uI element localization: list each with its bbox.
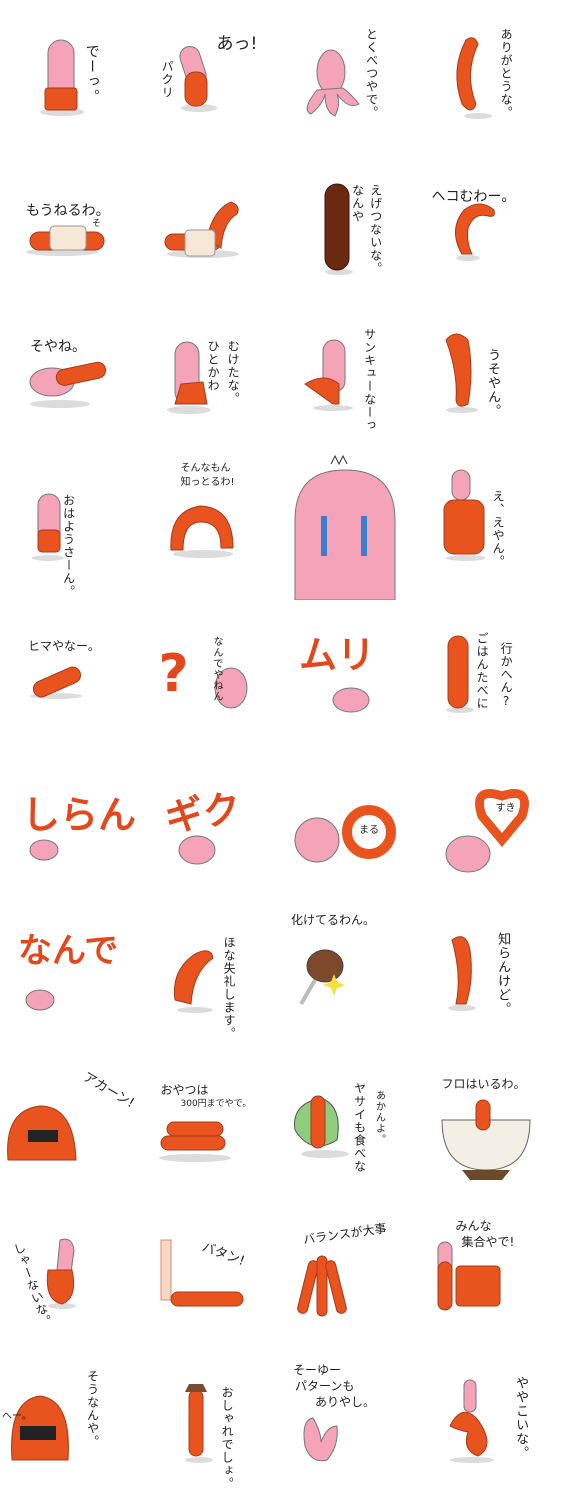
sticker-text: みんな: [455, 1219, 492, 1233]
sticker-33[interactable]: しゃーないな。: [0, 1200, 141, 1350]
sticker-text: なんでやねん: [211, 636, 222, 702]
sticker-19[interactable]: ムリ: [281, 600, 422, 750]
sticker-subtext: 知っとるわ!: [180, 477, 235, 488]
sticker-text: ひとかわ: [206, 340, 221, 392]
sticker-text: そうなんや。: [85, 1370, 100, 1448]
sticker-37[interactable]: そうなんや。 へー。: [0, 1350, 141, 1500]
sticker-26[interactable]: ほな失礼します。: [141, 900, 282, 1050]
sticker-36[interactable]: みんな 集合やで!: [422, 1200, 562, 1350]
sticker-40[interactable]: ややこいな。: [422, 1350, 562, 1500]
sticker-text: 知らんけど。: [495, 932, 511, 1016]
sticker-31[interactable]: ヤサイも食べな あかんよ。: [281, 1050, 422, 1200]
sticker-text: ヤサイも食べな: [352, 1082, 367, 1173]
sticker-text: なんや: [350, 184, 365, 223]
sticker-subtext-2: ありやし。: [315, 1395, 376, 1409]
sticker-35[interactable]: バランスが大事: [281, 1200, 422, 1350]
sticker-13[interactable]: おはようさーん。: [0, 450, 141, 600]
sticker-text: フロはいるわ。: [441, 1077, 526, 1091]
sticker-1[interactable]: でーっ。: [0, 0, 141, 150]
sticker-7[interactable]: なんや えげつないな。: [281, 150, 422, 300]
sticker-10[interactable]: ひとかわ むけたな。: [141, 300, 282, 450]
sticker-text: おしゃれでしょ。: [220, 1386, 235, 1490]
sticker-15[interactable]: [281, 450, 422, 600]
sticker-14[interactable]: そんなもん 知っとるわ!: [141, 450, 282, 600]
sticker-text: でーっ。: [83, 44, 100, 104]
sticker-subtext: パターンも: [295, 1379, 355, 1393]
sticker-9[interactable]: そやね。: [0, 300, 141, 450]
sticker-text: ヘコむわー。: [431, 189, 516, 205]
sticker-text: そやね。: [30, 339, 86, 355]
sticker-18[interactable]: ? なんでやねん: [141, 600, 282, 750]
sticker-38[interactable]: おしゃれでしょ。: [141, 1350, 282, 1500]
sticker-text: あっ!: [216, 34, 258, 54]
sticker-16[interactable]: え、えやん。: [422, 450, 562, 600]
sticker-subtext: あかんよ。: [373, 1090, 385, 1145]
sticker-30[interactable]: おやつは 300円までやで。: [141, 1050, 282, 1200]
sticker-big-text: ムリ: [299, 633, 376, 677]
sticker-big-text: ギク: [161, 785, 244, 841]
sticker-text: ありがとうな。: [499, 28, 514, 119]
sticker-28[interactable]: 知らんけど。: [422, 900, 562, 1050]
sticker-text: そんなもん: [180, 463, 231, 474]
sticker-text: サンキューなーっ: [362, 328, 377, 432]
sticker-20[interactable]: ごはんたべに 行かへん?: [422, 600, 562, 750]
sticker-subtext: へー。: [2, 1411, 32, 1422]
sticker-29[interactable]: アカーン!: [0, 1050, 141, 1200]
sticker-subtext: むけたな。: [226, 340, 241, 405]
sticker-big-text: しらん: [22, 793, 137, 837]
sticker-8[interactable]: ヘコむわー。: [422, 150, 562, 300]
sticker-6[interactable]: [141, 150, 282, 300]
sticker-5[interactable]: もうねるわ。 そ: [0, 150, 141, 300]
sticker-subtext: えげつないな。: [368, 184, 383, 275]
sticker-32[interactable]: フロはいるわ。: [422, 1050, 562, 1200]
sticker-text: 化けてるわん。: [291, 913, 376, 927]
sticker-22[interactable]: ギク: [141, 750, 282, 900]
sticker-subtext: 300円までやで。: [180, 1099, 252, 1109]
sticker-subtext: 行かへん?: [499, 642, 514, 709]
sticker-text: うそやん。: [485, 348, 501, 418]
sticker-text: とくべつやで。: [364, 28, 379, 119]
sticker-text: そーゆー: [293, 1363, 342, 1377]
sticker-3[interactable]: とくべつやで。: [281, 0, 422, 150]
sticker-24[interactable]: すき: [422, 750, 562, 900]
sticker-text: もうねるわ。: [26, 203, 110, 219]
sticker-subtext: 集合やで!: [461, 1235, 515, 1249]
sticker-11[interactable]: サンキューなーっ: [281, 300, 422, 450]
sticker-text: ヒマやなー。: [28, 639, 100, 653]
sticker-text: まる: [359, 825, 379, 836]
sticker-4[interactable]: ありがとうな。: [422, 0, 562, 150]
sticker-text: ややこいな。: [513, 1376, 529, 1460]
sticker-text: え、えやん。: [491, 490, 506, 568]
sticker-12[interactable]: うそやん。: [422, 300, 562, 450]
sticker-27[interactable]: 化けてるわん。: [281, 900, 422, 1050]
sticker-21[interactable]: しらん: [0, 750, 141, 900]
sticker-23[interactable]: まる: [281, 750, 422, 900]
sticker-big-text: ?: [158, 644, 189, 704]
sticker-17[interactable]: ヒマやなー。: [0, 600, 141, 750]
sticker-25[interactable]: なんで: [0, 900, 141, 1050]
sticker-text: すき: [495, 803, 516, 814]
sticker-text: おはようさーん。: [61, 494, 76, 598]
sticker-text: おやつは: [160, 1083, 209, 1097]
sticker-34[interactable]: バタン!: [141, 1200, 282, 1350]
sticker-big-text: なんで: [18, 931, 119, 971]
sticker-text: ごはんたべに: [475, 632, 490, 710]
sticker-text: ほな失礼します。: [222, 936, 237, 1040]
sticker-39[interactable]: そーゆー パターンも ありやし。: [281, 1350, 422, 1500]
sticker-subtext: パクリ: [160, 60, 175, 99]
sticker-2[interactable]: あっ! パクリ: [141, 0, 282, 150]
sticker-subtext: そ: [92, 219, 102, 229]
